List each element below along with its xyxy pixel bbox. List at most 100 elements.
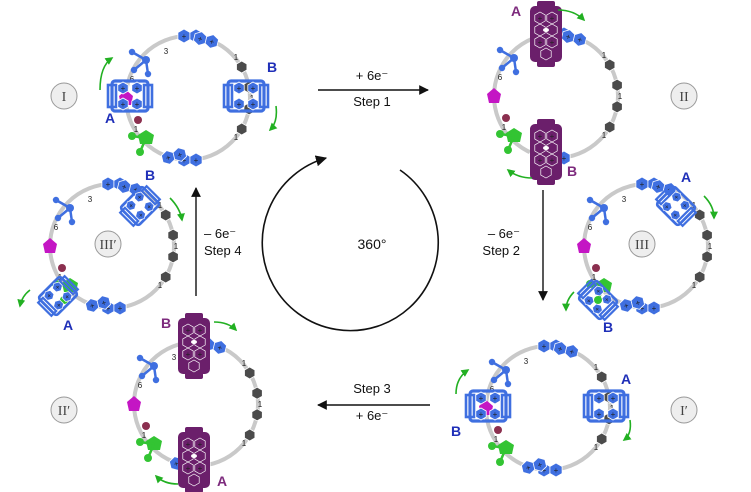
charge-plus: +: [602, 296, 610, 304]
cyclophane-ring: ++++: [464, 389, 512, 423]
magenta-pentagon-icon: [127, 396, 141, 411]
charge-plus: +: [671, 212, 679, 220]
charge-plus: +: [146, 203, 154, 211]
charge-plus: +: [550, 38, 555, 47]
pyridinium-ring-icon: [630, 295, 646, 310]
ring-label-a: A: [511, 3, 521, 19]
bipyridinium-unit: ++: [160, 147, 188, 165]
station-badge-III: III: [628, 230, 656, 258]
ring-label-b: B: [161, 315, 171, 331]
bipyridinium-unit: ++: [618, 295, 646, 313]
charge-plus: +: [554, 466, 559, 475]
dark-hexagon-icon: [236, 60, 248, 74]
pyridinium-ring-icon: [549, 462, 563, 478]
magenta-pentagon-icon: [43, 238, 57, 253]
dark-red-bead-icon: [502, 114, 510, 122]
dark-red-bead-icon: [142, 422, 150, 430]
pyridinium-ring-icon: [564, 344, 580, 359]
ring-hex-icon: [131, 81, 143, 95]
cyclophane-ring: ++++: [582, 389, 630, 423]
ring-hex-icon: [593, 391, 605, 405]
bipyridinium-unit: ++: [520, 457, 548, 475]
ring-label-a: A: [681, 169, 691, 185]
ring-hex-icon: [475, 407, 487, 421]
bipyridinium-unit: ++: [552, 341, 580, 359]
pyridinium-ring-icon: [647, 300, 661, 316]
charge-plus: +: [550, 14, 555, 23]
ring-hex-icon: [125, 200, 137, 211]
magenta-pentagon-icon: [487, 88, 501, 103]
station-badge-III-prime: III′: [94, 230, 122, 258]
charge-plus: +: [550, 156, 555, 165]
dark-hexagon-icon: [701, 250, 713, 264]
ring-hex-icon: [233, 97, 245, 111]
charge-plus: +: [640, 180, 645, 189]
dark-hexagon-icon: [694, 208, 706, 222]
ring-hex-icon: [43, 290, 55, 301]
step-3-label: Step 3: [353, 381, 391, 396]
charge-plus: +: [479, 394, 484, 403]
ring-hex-icon: [670, 209, 681, 221]
charge-plus: +: [623, 301, 630, 311]
linker-number-6: 6: [138, 381, 143, 390]
charge-plus: +: [186, 464, 191, 473]
svg-text:III: III: [635, 238, 649, 253]
pyridinium-ring-icon: [113, 300, 127, 316]
ring-hex-icon: [131, 97, 143, 111]
charge-plus: +: [55, 302, 63, 310]
dark-hexagon-icon: [167, 228, 179, 242]
charge-plus: +: [662, 203, 670, 211]
svg-text:I′: I′: [680, 404, 688, 419]
linker-number-3: 3: [622, 195, 627, 204]
charge-plus: +: [106, 304, 111, 313]
linker-number-3: 3: [164, 47, 169, 56]
ring-hex-icon: [489, 391, 501, 405]
charge-plus: +: [597, 394, 602, 403]
dark-hexagon-icon: [244, 366, 256, 380]
charge-plus: +: [568, 347, 575, 357]
ring-label-a: A: [217, 473, 227, 489]
dark-hexagon-icon: [251, 408, 263, 422]
step-3-electrons: + 6e⁻: [356, 408, 389, 423]
charge-plus: +: [165, 153, 172, 163]
motion-arrow: [506, 169, 533, 179]
charge-plus: +: [635, 298, 642, 308]
step-1-electrons: + 6e⁻: [356, 68, 389, 83]
charge-plus: +: [672, 194, 680, 202]
linker-number-1: 1: [602, 131, 607, 140]
charge-plus: +: [106, 180, 111, 189]
charge-plus: +: [186, 440, 191, 449]
linker-number-1: 1: [234, 133, 239, 142]
motion-arrow: [169, 197, 185, 222]
dark-hexagon-icon: [611, 78, 623, 92]
step-1-label: Step 1: [353, 94, 391, 109]
linker-number-1: 1: [158, 201, 163, 210]
charge-plus: +: [182, 32, 187, 41]
reduced-cyclophane-ring: ++++: [530, 119, 562, 185]
ring-label-b: B: [603, 319, 613, 335]
ring-hex-icon: [583, 295, 595, 306]
charge-plus: +: [251, 100, 256, 109]
pyridinium-ring-icon: [189, 152, 203, 168]
linker-number-1: 1: [258, 400, 263, 409]
linker-number-1: 1: [142, 431, 147, 440]
charge-plus: +: [538, 132, 543, 141]
svg-text:I: I: [62, 90, 67, 105]
motion-arrow: [268, 105, 278, 132]
charge-plus: +: [597, 410, 602, 419]
charge-plus: +: [135, 100, 140, 109]
cyclophane-ring: ++++: [576, 278, 620, 322]
charge-plus: +: [542, 342, 547, 351]
station-badge-I-prime: I′: [670, 396, 698, 424]
motion-arrow: [213, 321, 238, 332]
ring-hex-icon: [592, 303, 603, 315]
ring-hex-icon: [247, 81, 259, 95]
charge-plus: +: [562, 154, 567, 163]
linker-number-1: 1: [174, 242, 179, 251]
step-2-label: Step 2: [482, 243, 520, 258]
